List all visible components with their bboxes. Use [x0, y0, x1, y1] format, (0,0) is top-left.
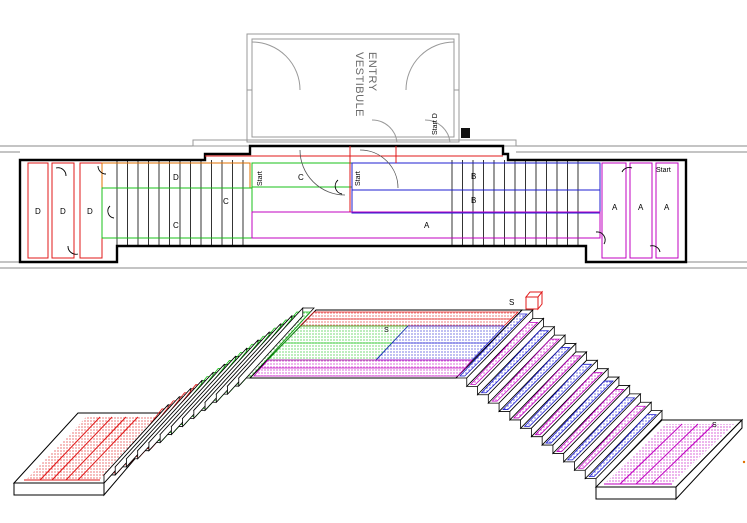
- iso-right-landing: [594, 418, 744, 501]
- start-c-label: Start: [257, 171, 264, 186]
- zone-c-label: C: [173, 221, 179, 230]
- start-a-label: Start: [656, 167, 671, 174]
- iso-start-marker: S: [509, 298, 514, 307]
- iso-pink-start-marker: S: [712, 422, 717, 429]
- zone-b-loops: [351, 162, 601, 214]
- plan-view: ENTRY VESTIBULE Start D: [0, 33, 747, 269]
- stair-step: [595, 409, 663, 488]
- zone-a-label: A: [612, 203, 618, 212]
- iso-green-start-marker: S: [384, 327, 389, 334]
- zone-c-label: C: [298, 173, 304, 182]
- zone-a-label: A: [638, 203, 644, 212]
- zone-b-label: B: [471, 196, 476, 205]
- zone-d-label: D: [60, 207, 66, 216]
- red-header-line: [205, 146, 503, 212]
- start-d-label: Start D: [432, 113, 439, 135]
- orange-dot: [742, 460, 746, 464]
- entry-vestibule: [192, 33, 517, 147]
- start-b-label: Start: [355, 171, 362, 186]
- zone-d-label: D: [173, 173, 179, 182]
- zone-c-label: C: [223, 197, 229, 206]
- vestibule-label-line1: ENTRY: [366, 52, 378, 92]
- stair-step: [588, 414, 657, 478]
- stair-step: [469, 321, 539, 385]
- stair-step: [534, 372, 604, 436]
- vestibule-label-line2: VESTIBULE: [353, 52, 365, 117]
- zone-d-loops: [27, 162, 103, 259]
- stair-step: [566, 397, 636, 461]
- stair-step: [512, 355, 582, 419]
- stair-step: [491, 338, 561, 402]
- stair-step: [545, 380, 614, 444]
- iso-right-stair-flight: [455, 309, 663, 488]
- zone-d-label: D: [87, 207, 93, 216]
- zone-a-label: A: [424, 221, 430, 230]
- plan-doors: [299, 149, 399, 196]
- zone-a-end-loops: [601, 162, 679, 259]
- isometric-view: S S S: [12, 290, 746, 501]
- stair-step: [502, 347, 571, 410]
- stair-step: [577, 405, 647, 469]
- iso-left-landing: [12, 411, 170, 497]
- manifold-box: [461, 128, 470, 138]
- iso-left-stair-flight: [103, 306, 315, 485]
- zone-a-label: A: [664, 203, 670, 212]
- stair-step: [238, 306, 304, 388]
- zone-a-main-loop: [251, 211, 601, 239]
- iso-manifold-box: [524, 290, 544, 311]
- zone-d-lower-loop: [101, 187, 253, 239]
- zone-d-label: D: [35, 207, 41, 216]
- stair-step: [523, 363, 593, 427]
- stair-step: [556, 389, 625, 452]
- flow-arrows: [55, 165, 661, 255]
- stair-tread-lines: [116, 160, 579, 246]
- zone-b-label: B: [471, 172, 476, 181]
- stair-step: [480, 330, 550, 394]
- plan-outer-walls: [0, 145, 747, 269]
- iso-top-platform: [248, 309, 524, 379]
- floor-perimeter: [18, 144, 688, 264]
- zone-c-loops: [251, 162, 353, 213]
